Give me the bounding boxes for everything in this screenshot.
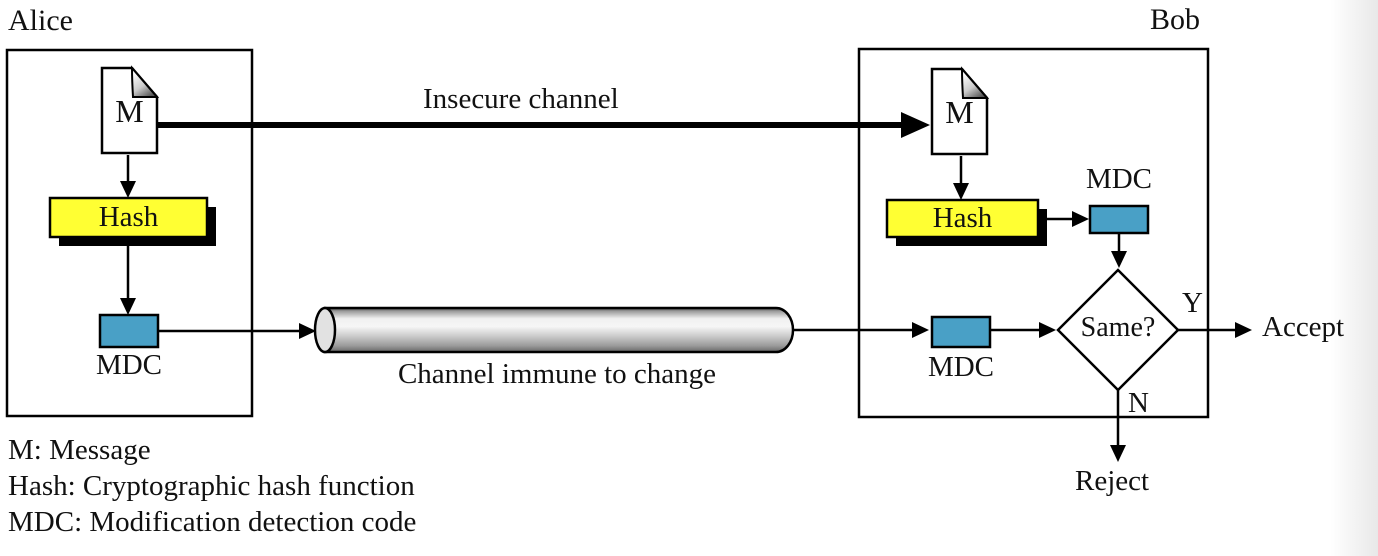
bob-mdc-top-label: MDC [1085, 163, 1153, 195]
arrowhead [299, 323, 316, 339]
no-label: N [1128, 387, 1149, 419]
alice-title: Alice [8, 4, 73, 37]
alice-hash-label: Hash [98, 200, 159, 233]
arrowhead [1235, 322, 1252, 338]
alice-hash-box [48, 196, 209, 239]
arrowhead [1039, 322, 1056, 338]
arrowhead [912, 322, 929, 338]
bob-box [857, 47, 1210, 419]
document-icon [930, 66, 990, 156]
legend: M: Message Hash: Cryptographic hash func… [8, 432, 416, 540]
same-decision-label: Same? [1080, 312, 1156, 343]
arrowhead [1110, 445, 1126, 462]
arrowhead [1111, 251, 1127, 268]
bob-doc-label: M [945, 94, 974, 130]
immune-channel-label: Channel immune to change [397, 358, 717, 390]
alice-mdc-box [98, 313, 160, 349]
legend-line-mdc: MDC: Modification detection code [8, 506, 417, 538]
alice-doc-label: M [115, 93, 144, 129]
arrowhead [1072, 211, 1089, 227]
yes-label: Y [1182, 287, 1203, 319]
insecure-channel-label: Insecure channel [423, 83, 619, 115]
bob-mdc-bottom-label: MDC [927, 351, 995, 383]
cylinder-pipe-icon [313, 306, 795, 354]
arrowhead [120, 298, 136, 315]
insecure-channel-arrowhead [901, 112, 930, 138]
legend-line-hash: Hash: Cryptographic hash function [8, 470, 415, 502]
alice-mdc-label: MDC [95, 349, 163, 381]
alice-box [5, 48, 254, 418]
arrowhead [120, 181, 136, 198]
bob-title: Bob [1150, 3, 1201, 36]
accept-label: Accept [1262, 311, 1345, 343]
bob-mdc-received-box [930, 315, 992, 349]
bob-hash-label: Hash [932, 201, 993, 234]
arrowhead [953, 183, 969, 200]
reject-label: Reject [1075, 465, 1150, 497]
bob-mdc-computed-box [1088, 204, 1150, 235]
bob-hash-box [885, 198, 1040, 239]
document-icon [100, 65, 160, 155]
legend-line-m: M: Message [8, 434, 151, 466]
slide-edge-gradient [1330, 0, 1378, 556]
